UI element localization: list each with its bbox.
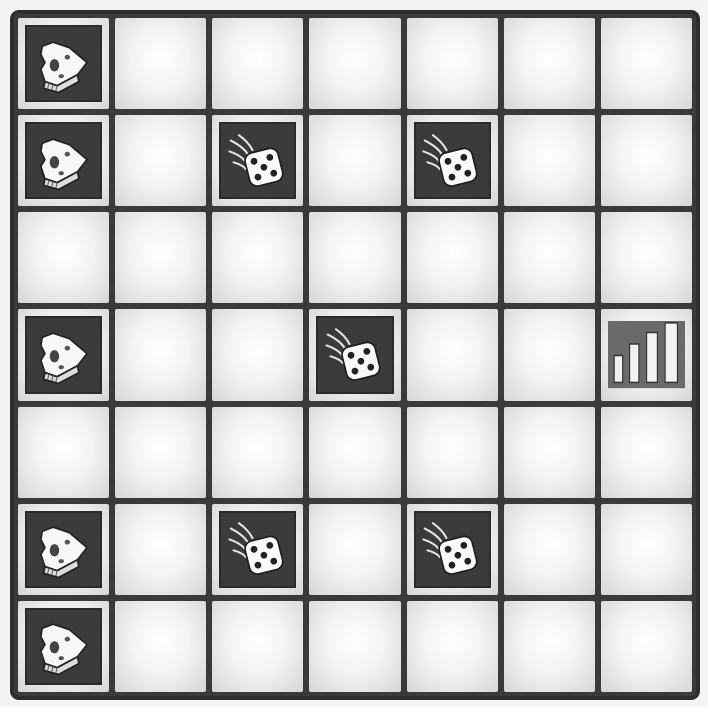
board-cell-r3-c7[interactable] (601, 212, 692, 303)
board-cell-r7-c3[interactable] (212, 601, 303, 692)
board-cell-r5-c3[interactable] (212, 407, 303, 498)
board-cell-r5-c5[interactable] (407, 407, 498, 498)
board-cell-r7-c2[interactable] (115, 601, 206, 692)
board-cell-r6-c7[interactable] (601, 504, 692, 595)
board-cell-r1-c6[interactable] (504, 18, 595, 109)
board-cell-r1-c1[interactable] (18, 18, 109, 109)
board-cell-r2-c1[interactable] (18, 115, 109, 206)
board-cell-r2-c7[interactable] (601, 115, 692, 206)
board-cell-r3-c3[interactable] (212, 212, 303, 303)
board-cell-r2-c4[interactable] (309, 115, 400, 206)
board-cell-r1-c3[interactable] (212, 18, 303, 109)
board-cell-r3-c2[interactable] (115, 212, 206, 303)
board-cell-r4-c5[interactable] (407, 309, 498, 400)
stairs-icon (608, 321, 685, 388)
cheese-tile (25, 122, 102, 199)
board-cell-r6-c5[interactable] (407, 504, 498, 595)
board-cell-r1-c2[interactable] (115, 18, 206, 109)
rolling-die-icon (224, 515, 292, 583)
die-tile (414, 122, 491, 199)
die-tile (316, 316, 393, 393)
rolling-die-icon (321, 321, 389, 389)
board-cell-r2-c5[interactable] (407, 115, 498, 206)
board-cell-r7-c4[interactable] (309, 601, 400, 692)
rolling-die-icon (418, 127, 486, 195)
die-tile (219, 122, 296, 199)
cheese-tile (25, 608, 102, 685)
board-cell-r4-c7[interactable] (601, 309, 692, 400)
board-cell-r7-c1[interactable] (18, 601, 109, 692)
board-cell-r5-c7[interactable] (601, 407, 692, 498)
board-cell-r4-c4[interactable] (309, 309, 400, 400)
cheese-tile (25, 511, 102, 588)
board-cell-r4-c3[interactable] (212, 309, 303, 400)
board-cell-r3-c1[interactable] (18, 212, 109, 303)
board-cell-r2-c2[interactable] (115, 115, 206, 206)
board-cell-r5-c6[interactable] (504, 407, 595, 498)
board-cell-r4-c6[interactable] (504, 309, 595, 400)
board-cell-r6-c4[interactable] (309, 504, 400, 595)
board-cell-r4-c2[interactable] (115, 309, 206, 400)
rolling-die-icon (224, 127, 292, 195)
board-cell-r4-c1[interactable] (18, 309, 109, 400)
board-cell-r5-c2[interactable] (115, 407, 206, 498)
cheese-icon (30, 321, 98, 389)
board-cell-r6-c2[interactable] (115, 504, 206, 595)
board-cell-r2-c3[interactable] (212, 115, 303, 206)
cheese-tile (25, 316, 102, 393)
goal-tile (608, 321, 685, 388)
cheese-icon (30, 30, 98, 98)
board-cell-r6-c3[interactable] (212, 504, 303, 595)
board-cell-r3-c4[interactable] (309, 212, 400, 303)
board-cell-r7-c6[interactable] (504, 601, 595, 692)
cheese-icon (30, 612, 98, 680)
board-cell-r1-c4[interactable] (309, 18, 400, 109)
board-cell-r7-c5[interactable] (407, 601, 498, 692)
board-cell-r1-c5[interactable] (407, 18, 498, 109)
game-board (10, 10, 700, 700)
die-tile (414, 511, 491, 588)
board-cell-r5-c1[interactable] (18, 407, 109, 498)
board-cell-r6-c1[interactable] (18, 504, 109, 595)
cheese-icon (30, 127, 98, 195)
board-cell-r2-c6[interactable] (504, 115, 595, 206)
die-tile (219, 511, 296, 588)
board-cell-r7-c7[interactable] (601, 601, 692, 692)
board-cell-r3-c5[interactable] (407, 212, 498, 303)
board-cell-r1-c7[interactable] (601, 18, 692, 109)
board-cell-r5-c4[interactable] (309, 407, 400, 498)
cheese-tile (25, 25, 102, 102)
board-cell-r3-c6[interactable] (504, 212, 595, 303)
board-cell-r6-c6[interactable] (504, 504, 595, 595)
rolling-die-icon (418, 515, 486, 583)
cheese-icon (30, 515, 98, 583)
